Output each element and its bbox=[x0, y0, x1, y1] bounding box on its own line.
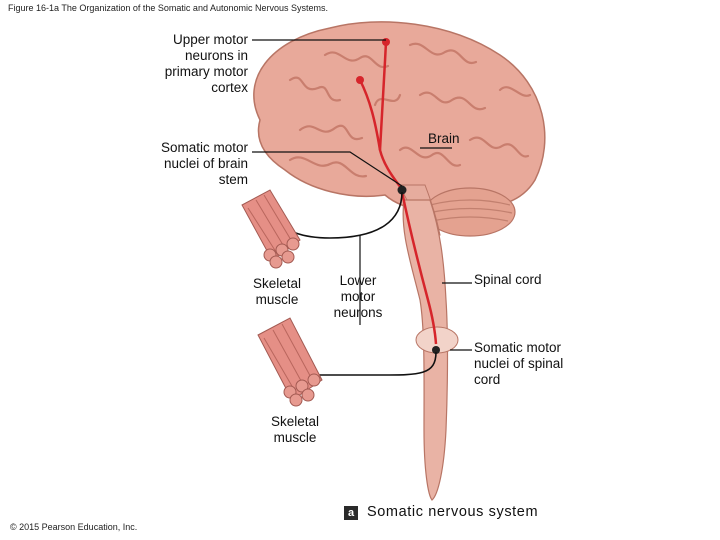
label-spinal-cord: Spinal cord bbox=[474, 272, 542, 287]
label-somatic-motor-brain-stem: Somatic motor nuclei of brain stem bbox=[160, 140, 248, 187]
label-brain: Brain bbox=[428, 131, 460, 146]
skeletal-muscle-1-illustration bbox=[241, 189, 301, 269]
panel-letter-badge: a bbox=[344, 506, 358, 520]
label-upper-motor-neurons: Upper motor neurons in primary motor cor… bbox=[164, 32, 248, 95]
skeletal-muscle-2-illustration bbox=[257, 317, 323, 407]
label-somatic-motor-spinal-cord: Somatic motor nuclei of spinal cord bbox=[474, 340, 564, 387]
label-skeletal-muscle-1: Skeletal muscle bbox=[252, 276, 302, 307]
spinal-nucleus bbox=[432, 346, 440, 354]
brainstem-nucleus bbox=[397, 185, 407, 195]
copyright-notice: © 2015 Pearson Education, Inc. bbox=[10, 522, 138, 532]
figure-caption: Figure 16-1a The Organization of the Som… bbox=[8, 3, 328, 13]
upper-motor-neuron-2 bbox=[356, 76, 364, 84]
panel-title: Somatic nervous system bbox=[367, 504, 539, 520]
label-skeletal-muscle-2: Skeletal muscle bbox=[270, 414, 320, 445]
label-lower-motor-neurons: Lower motor neurons bbox=[333, 273, 383, 320]
upper-motor-neuron-1 bbox=[382, 38, 390, 46]
brain-illustration bbox=[253, 21, 546, 237]
upper-motor-pathway bbox=[358, 41, 438, 345]
